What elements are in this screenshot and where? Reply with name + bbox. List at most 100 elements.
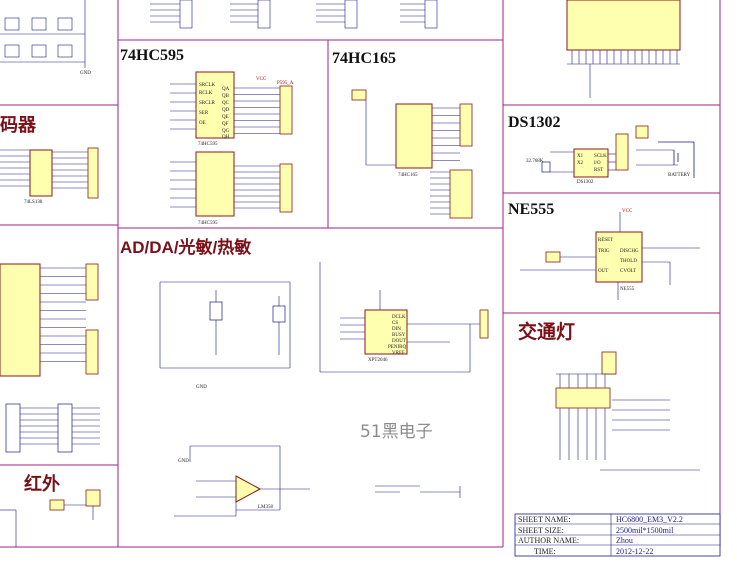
- wiring: [0, 3, 700, 547]
- watermark: 51黑电子: [360, 422, 433, 442]
- ds1302-pin-rst: RST: [594, 168, 603, 173]
- vcc-label-595: VCC: [256, 77, 267, 82]
- header-ds1302: [615, 133, 629, 171]
- header-595-a-label: P595_A: [277, 81, 294, 86]
- ne555-pin-trig: TRIG: [598, 249, 610, 254]
- ne555-pin-cvolt: CVOLT: [620, 269, 636, 274]
- ds1302-pin-sclk: SCLK: [594, 154, 607, 159]
- ic-74ls138: [29, 149, 53, 197]
- resistor-net-165: [449, 169, 473, 219]
- xpt-pin-dclk: DCLK: [392, 315, 406, 320]
- title-sheet-name-value: HC6800_EM3_V2.2: [616, 515, 683, 524]
- ic-595-bottom: [195, 151, 235, 217]
- ne555-pin-disch: DISCHG: [620, 249, 639, 254]
- ic-595-pins: SRCLK RCLK SRCLR SER OE QA QB QC QD QE Q…: [199, 83, 230, 140]
- ne555-pin-out: OUT: [598, 269, 608, 274]
- gnd-label-opamp: GND: [178, 459, 189, 464]
- vcc-label-ne555: VCC: [622, 209, 633, 214]
- header-ne555: [545, 251, 561, 263]
- xpt-pin-busy: BUSY: [392, 333, 406, 338]
- op-amp-lm358: [235, 475, 262, 503]
- header-595-b: [279, 163, 293, 213]
- xpt-pin-vref: VREF: [392, 351, 405, 356]
- header-adda: [479, 309, 489, 339]
- title-time-label: TIME:: [534, 547, 556, 556]
- svg-text:SRCLR: SRCLR: [199, 101, 216, 106]
- section-dividers: [0, 0, 721, 548]
- resistor-net-left-2: [57, 403, 73, 453]
- xpt-pin-cs: CS: [392, 321, 398, 326]
- ds1302-pin-x2: X2: [577, 161, 584, 166]
- resistor-net-left-1: [5, 403, 21, 453]
- heading-ds1302: DS1302: [508, 114, 560, 131]
- title-sheet-size-label: SHEET SIZE:: [518, 526, 564, 535]
- header-left-1: [85, 263, 99, 301]
- keypad-area: [0, 0, 86, 68]
- ic-ds1302-label: DS1302: [577, 180, 594, 185]
- resistor-net-traffic: [555, 387, 611, 409]
- heading-infrared: 红外: [24, 473, 60, 494]
- svg-text:QD: QD: [222, 108, 230, 113]
- svg-text:QF: QF: [222, 122, 229, 127]
- ic-xpt2046: [364, 309, 408, 355]
- svg-text:RCLK: RCLK: [199, 91, 213, 96]
- battery-symbol: [658, 141, 695, 178]
- ic-ne555: [595, 231, 643, 283]
- gnd-label-adda: GND: [196, 385, 207, 390]
- heading-ne555: NE555: [508, 201, 554, 218]
- ne555-pin-thold: THOLD: [620, 259, 637, 264]
- svg-text:QA: QA: [222, 87, 230, 92]
- ne555-pin-reset: RESET: [598, 238, 613, 243]
- xpt-pin-penirq: PENIRQ: [388, 345, 406, 350]
- ic-ds1302: [573, 148, 609, 178]
- gnd-label-keypad: GND: [80, 71, 91, 76]
- ds1302-pin-x1: X1: [577, 154, 584, 159]
- heading-74hc165: 74HC165: [332, 50, 396, 67]
- ic-595-top-label: 74HC595: [198, 142, 218, 147]
- ic-xpt2046-label: XPT2046: [368, 358, 388, 363]
- svg-text:QE: QE: [222, 115, 229, 120]
- ir-receiver: [85, 489, 101, 507]
- heading-decoder-partial: 码器: [0, 115, 37, 135]
- title-author-value: Zhou: [616, 536, 633, 545]
- svg-text:QB: QB: [222, 94, 230, 99]
- thermistor: [209, 301, 223, 321]
- svg-text:OE: OE: [199, 121, 206, 126]
- ic-595-bottom-label: 74HC595: [198, 221, 218, 226]
- heading-74hc595: 74HC595: [120, 47, 184, 64]
- mcu-chip: [566, 0, 681, 51]
- svg-text:QG: QG: [222, 129, 230, 134]
- header-165: [459, 103, 473, 147]
- ic-74ls138-label: 74LS138: [24, 200, 43, 205]
- photoresistor: [272, 305, 286, 323]
- xpt-pin-din: DIN: [392, 327, 401, 332]
- mcu-header-left: [0, 263, 41, 377]
- svg-text:QC: QC: [222, 101, 230, 106]
- title-author-label: AUTHOR NAME:: [518, 536, 579, 545]
- title-sheet-name-label: SHEET NAME:: [518, 515, 571, 524]
- op-amp-label: LM358: [258, 505, 274, 510]
- title-sheet-size-value: 2500mil*1500mil: [616, 526, 674, 535]
- xpt-pin-dout: DOUT: [392, 339, 406, 344]
- svg-text:QH: QH: [222, 135, 230, 140]
- top-header-strips: [179, 0, 438, 29]
- heading-adda: AD/DA/光敏/热敏: [120, 237, 251, 257]
- ic-165-label: 74HC165: [398, 173, 418, 178]
- header-ds1302-b: [635, 125, 649, 139]
- ir-header: [49, 499, 65, 511]
- title-time-value: 2012-12-22: [616, 547, 653, 556]
- svg-text:SER: SER: [199, 111, 209, 116]
- header-595-a: [279, 85, 293, 135]
- jumper-165: [351, 89, 367, 101]
- ic-595-top: [195, 71, 235, 139]
- ic-ne555-label: NE555: [620, 287, 635, 292]
- heading-traffic-light: 交通灯: [518, 320, 575, 343]
- ic-165: [395, 103, 433, 169]
- crystal-label: 32.768K: [526, 159, 544, 164]
- title-block: SHEET NAME: HC6800_EM3_V2.2 SHEET SIZE: …: [514, 513, 721, 557]
- header-traffic: [601, 351, 617, 375]
- battery-label: BATTERY: [668, 173, 691, 178]
- header-left-2: [85, 329, 99, 375]
- ds1302-pin-io: I/O: [594, 161, 601, 166]
